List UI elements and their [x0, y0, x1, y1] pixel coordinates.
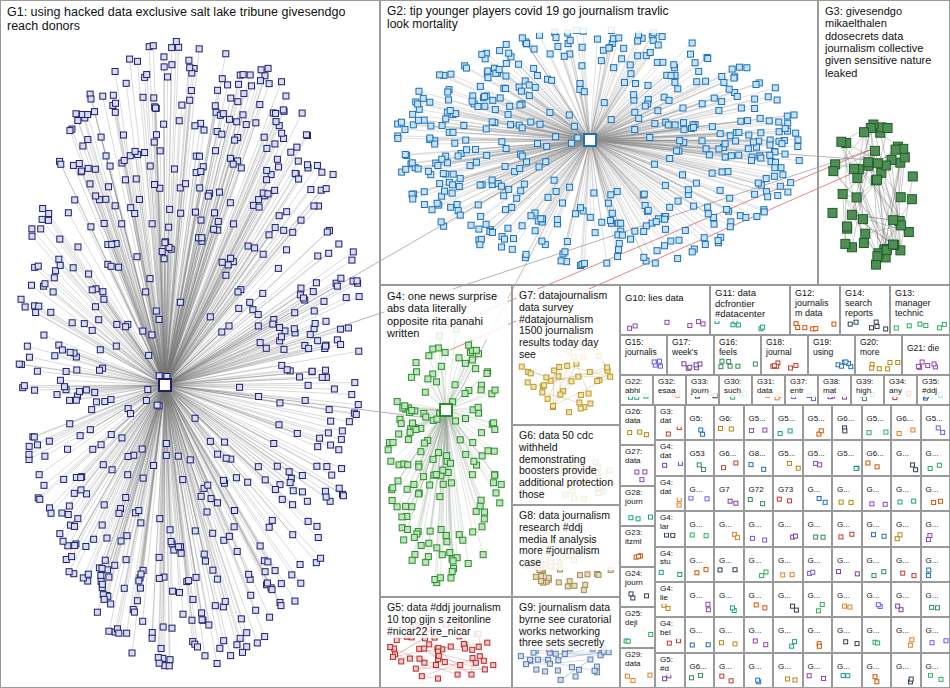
graph-canvas: G1: using hacked data exclusive salt lak…	[0, 0, 950, 688]
